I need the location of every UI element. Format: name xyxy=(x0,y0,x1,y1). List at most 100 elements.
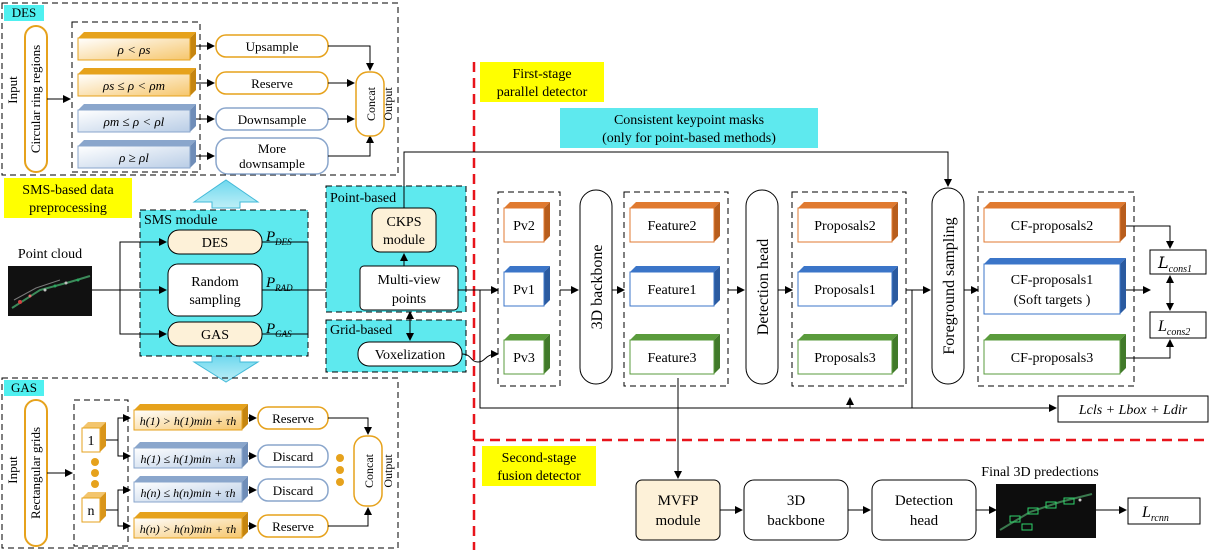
second-stage-line2: fusion detector xyxy=(497,469,581,484)
multi-view-box xyxy=(359,265,459,311)
svg-text:Pv2: Pv2 xyxy=(513,219,535,234)
p-rad-label: PRAD xyxy=(265,275,293,293)
pv3-cube: Pv3 xyxy=(503,334,550,375)
cf-proposals1-cube: CF-proposals1 (Soft targets ) xyxy=(983,258,1126,315)
pv1-cube: Pv1 xyxy=(503,266,550,307)
first-stage-line1: First-stage xyxy=(512,67,571,82)
loss-cons1-box xyxy=(1149,249,1207,275)
des-condition-1: ρ < ρs xyxy=(77,32,196,61)
sms-tag-line2: preprocessing xyxy=(29,201,107,216)
stage2-head-line1: Detection xyxy=(895,493,954,509)
first-stage-line2: parallel detector xyxy=(497,85,588,100)
ellipsis-dot xyxy=(91,469,99,477)
grid-based-panel: Grid-based Voxelization xyxy=(325,311,467,373)
gas-tag: GAS xyxy=(11,380,37,395)
mvfp-box xyxy=(635,479,721,541)
stage2-backbone-line2: backbone xyxy=(767,513,825,529)
mvfp-line2: module xyxy=(656,513,701,529)
des-tag-bg xyxy=(4,5,44,21)
first-stage-tag-bg xyxy=(480,62,604,102)
final-predictions-image xyxy=(996,484,1096,538)
des-upsample: Upsample xyxy=(246,39,299,54)
gas-condition-3: h(n) ≤ h(n)min + τh xyxy=(133,476,248,503)
svg-text:Feature1: Feature1 xyxy=(648,283,697,298)
ckps-line2: module xyxy=(383,233,425,248)
grid-cube-n: n xyxy=(81,492,106,523)
gas-input-label: Input xyxy=(5,456,20,484)
proposals3-cube: Proposals3 xyxy=(797,334,898,375)
ckps-line1: CKPS xyxy=(386,215,421,230)
svg-text:h(1) > h(1)min + τh: h(1) > h(1)min + τh xyxy=(140,414,236,428)
mv-line2: points xyxy=(392,292,426,307)
sms-random-line2: sampling xyxy=(189,293,240,308)
gas-condition-4: h(n) > h(n)min + τh xyxy=(133,512,248,539)
point-cloud-image xyxy=(8,266,92,316)
skip-line xyxy=(479,290,912,409)
svg-text:h(1) ≤ h(1)min + τh: h(1) ≤ h(1)min + τh xyxy=(141,452,236,466)
fg-sampling-label: Foreground sampling xyxy=(941,217,958,354)
gas-condition-2: h(1) ≤ h(1)min + τh xyxy=(133,442,248,469)
gas-output: Output xyxy=(381,454,395,488)
des-reserve: Reserve xyxy=(251,76,293,91)
sms-tag-bg xyxy=(4,178,132,218)
sms-gas: GAS xyxy=(201,328,229,343)
sms-des: DES xyxy=(202,236,228,251)
loss-cons1: Lcons1 xyxy=(1157,253,1192,275)
des-region-label: Circular ring regions xyxy=(28,45,43,153)
feature1-cube: Feature1 xyxy=(629,266,720,307)
svg-text:CF-proposals1: CF-proposals1 xyxy=(1011,273,1093,288)
svg-text:h(n) ≤ h(n)min + τh: h(n) ≤ h(n)min + τh xyxy=(141,486,236,500)
stage2-head-line2: head xyxy=(910,513,939,529)
svg-text:Proposals1: Proposals1 xyxy=(814,283,875,298)
final-predictions-label: Final 3D predections xyxy=(981,465,1098,480)
gas-condition-1: h(1) > h(1)min + τh xyxy=(133,404,248,431)
sms-to-gas-arrow xyxy=(192,355,260,383)
stage2-backbone-box xyxy=(743,479,849,541)
svg-text:Feature2: Feature2 xyxy=(648,219,697,234)
masks-arrow xyxy=(403,151,952,208)
point-based-panel: Point-based CKPS module Multi-view point… xyxy=(325,185,467,313)
des-downsample: Downsample xyxy=(238,112,307,127)
svg-text:Pv1: Pv1 xyxy=(513,283,535,298)
des-concat-box xyxy=(355,71,385,137)
loss-rcnn: Lrcnn xyxy=(1141,504,1169,524)
svg-text:CF-proposals3: CF-proposals3 xyxy=(1011,351,1093,366)
svg-text:CF-proposals2: CF-proposals2 xyxy=(1011,219,1093,234)
masks-line1: Consistent keypoint masks xyxy=(614,113,764,128)
svg-text:n: n xyxy=(88,504,95,519)
second-stage-tag-bg xyxy=(482,446,596,486)
gas-concat: Concat xyxy=(362,453,376,488)
backbone-box xyxy=(579,189,613,385)
des-more-downsample: downsample xyxy=(239,156,305,171)
mv-line1: Multi-view xyxy=(378,273,442,288)
point-based-label: Point-based xyxy=(330,191,396,206)
gas-discard-1: Discard xyxy=(273,449,314,464)
sms-to-des-arrow xyxy=(192,179,260,209)
feature2-cube: Feature2 xyxy=(629,202,720,243)
stage2-head-box xyxy=(871,479,977,541)
gas-region-label: Rectangular grids xyxy=(28,427,43,519)
proposals1-cube: Proposals1 xyxy=(797,266,898,307)
svg-text:Feature3: Feature3 xyxy=(648,351,697,366)
des-tag: DES xyxy=(12,5,37,20)
grid-based-label: Grid-based xyxy=(330,323,392,338)
loss-sum: Lcls + Lbox + Ldir xyxy=(1078,403,1188,418)
sms-random-line1: Random xyxy=(191,275,239,290)
masks-tag-bg xyxy=(560,108,818,148)
svg-text:(Soft targets ): (Soft targets ) xyxy=(1014,293,1091,308)
svg-text:h(n) > h(n)min + τh: h(n) > h(n)min + τh xyxy=(140,522,236,536)
grid-cube-1: 1 xyxy=(81,422,106,453)
feature3-cube: Feature3 xyxy=(629,334,720,375)
gas-discard-2: Discard xyxy=(273,483,314,498)
loss-cons2: Lcons2 xyxy=(1157,318,1190,338)
proposals2-cube: Proposals2 xyxy=(797,202,898,243)
des-condition-2: ρs ≤ ρ < ρm xyxy=(77,68,196,97)
svg-text:Pv3: Pv3 xyxy=(513,351,535,366)
loss-rcnn-box xyxy=(1127,497,1201,525)
des-input-label: Input xyxy=(5,76,20,104)
sms-module: SMS module DES Random sampling GAS PDES … xyxy=(139,209,309,357)
second-stage-line1: Second-stage xyxy=(502,451,577,466)
svg-text:ρ < ρs: ρ < ρs xyxy=(117,42,151,57)
loss-sum-box xyxy=(1057,395,1209,423)
